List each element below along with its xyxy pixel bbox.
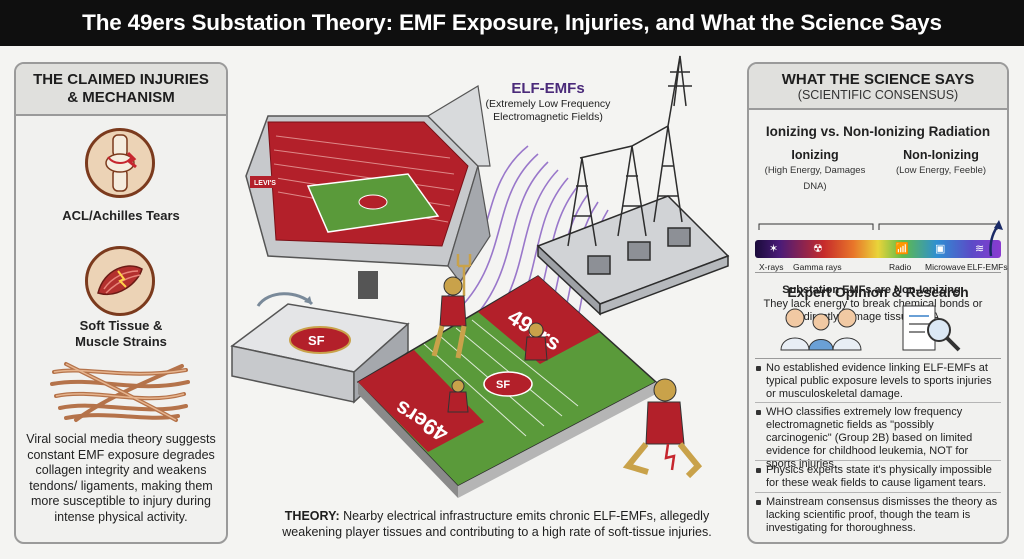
science-subtitle: (SCIENTIFIC CONSENSUS) — [797, 88, 959, 102]
bullet-4: Mainstream consensus dismisses the theor… — [755, 496, 1001, 535]
theory-label: THEORY: — [284, 509, 340, 523]
field-logo: SF — [496, 379, 510, 391]
spectrum-label-elf: ELF-EMFs — [967, 262, 1008, 272]
player-injured — [622, 378, 703, 479]
non-ionizing-heading: Non-Ionizing (Low Energy, Feeble) — [879, 148, 1003, 178]
ionizing-note: (High Energy, Damages DNA) — [764, 165, 866, 192]
bullet-divider — [755, 460, 1001, 461]
elf-emf-subtitle: (Extremely Low Frequency Electromagnetic… — [462, 98, 634, 124]
bullet-divider — [755, 402, 1001, 403]
soft-tissue-line2: Muscle Strains — [75, 334, 167, 349]
spectrum-label-microwave: Microwave — [925, 262, 966, 272]
ionizing-heading: Ionizing (High Energy, Damages DNA) — [755, 148, 875, 194]
page-title: The 49ers Substation Theory: EMF Exposur… — [0, 0, 1024, 46]
science-panel: WHAT THE SCIENCE SAYS (SCIENTIFIC CONSEN… — [747, 62, 1009, 544]
soft-tissue-line1: Soft Tissue & — [79, 318, 163, 333]
stadium-sign: LEVI'S — [254, 180, 276, 187]
experts-icon — [780, 308, 862, 351]
radiation-title: Ionizing vs. Non-Ionizing Radiation — [765, 124, 991, 139]
radiation-icon: ☢ — [813, 243, 823, 255]
connector-arrow — [256, 292, 314, 307]
power-substation — [536, 55, 730, 316]
xray-icon: ✶ — [769, 243, 779, 255]
collagen-fibers-icon — [50, 362, 190, 422]
knee-joint-icon — [85, 128, 155, 198]
goal-post — [456, 254, 472, 296]
up-arrow-icon — [989, 220, 1003, 257]
wifi-icon: ≋ — [975, 243, 985, 255]
theory-text: Nearby electrical infrastructure emits c… — [282, 509, 712, 539]
section-divider — [755, 272, 1001, 273]
section-divider-2 — [755, 358, 1001, 359]
bullet-3: Physics experts state it's physically im… — [755, 464, 1001, 490]
spectrum-brackets — [758, 223, 998, 230]
player-3 — [447, 379, 469, 413]
right-panel-title: WHAT THE SCIENCE SAYS (SCIENTIFIC CONSEN… — [749, 64, 1007, 110]
non-ionizing-note-bold: Substation EMFs are Non-Ionizing. — [782, 284, 964, 296]
left-title-line1: THE CLAIMED INJURIES — [33, 71, 209, 88]
spectrum-label-radio: Radio — [889, 262, 912, 272]
stadium-illustration: LEVI'S SF — [230, 55, 730, 498]
elf-emf-title: ELF-EMFs — [511, 80, 585, 97]
football-field: SF 49ers 49ers — [356, 254, 658, 498]
bullet-divider — [755, 492, 1001, 493]
acl-achilles-label: ACL/Achilles Tears — [62, 208, 180, 223]
non-ionizing-note: (Low Energy, Feeble) — [895, 165, 987, 176]
science-title: WHAT THE SCIENCE SAYS — [781, 71, 975, 88]
muscle-icon — [85, 246, 155, 316]
facility-logo: SF — [308, 333, 325, 348]
expert-title: Expert Opinion & Research — [787, 284, 969, 300]
player-1 — [431, 276, 467, 359]
ionizing-label: Ionizing — [791, 148, 839, 162]
claimed-injuries-panel: THE CLAIMED INJURIES & MECHANISM ACL/Ach… — [14, 62, 228, 544]
soft-tissue-label: Soft Tissue & Muscle Strains — [16, 318, 226, 350]
research-document-icon — [902, 305, 961, 352]
spectrum-label-gamma: Gamma rays — [793, 262, 842, 272]
left-title-line2: & MECHANISM — [67, 89, 175, 106]
left-panel-title: THE CLAIMED INJURIES & MECHANISM — [16, 64, 226, 116]
spectrum-label-xrays: X-rays — [759, 262, 784, 272]
non-ionizing-label: Non-Ionizing — [903, 148, 979, 162]
elf-sub-line2: Electromagnetic Fields) — [493, 111, 603, 123]
bullet-2: WHO classifies extremely low frequency e… — [755, 406, 1001, 471]
radio-icon: 📶 — [895, 243, 909, 255]
player-2 — [524, 322, 548, 361]
em-spectrum-bar — [755, 240, 1001, 258]
theory-caption: THEORY: Nearby electrical infrastructure… — [262, 508, 732, 540]
stadium: LEVI'S — [245, 85, 491, 299]
elf-sub-line1: (Extremely Low Frequency — [485, 98, 611, 110]
bullet-1: No established evidence linking ELF-EMFs… — [755, 362, 1001, 401]
theory-description: Viral social media theory suggests const… — [26, 432, 216, 524]
microwave-icon: ▣ — [935, 243, 946, 255]
